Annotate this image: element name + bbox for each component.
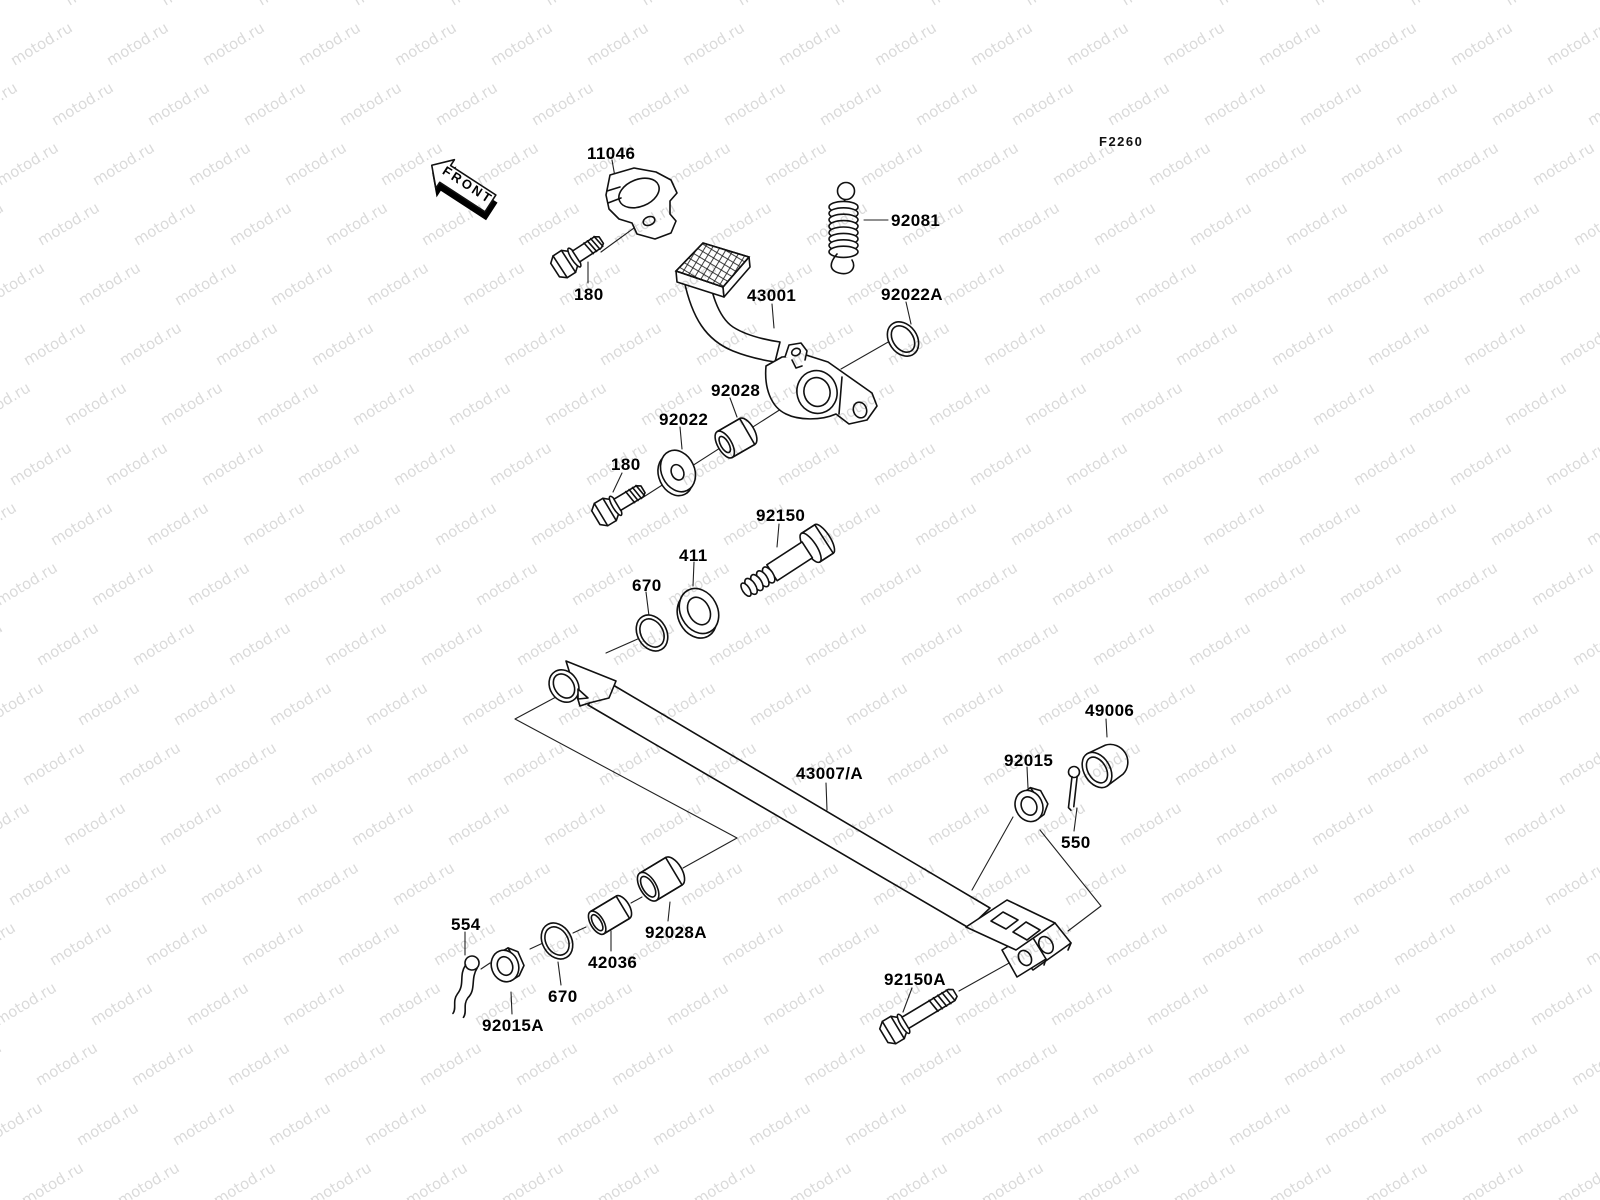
part-seal-washer-92022a — [886, 321, 920, 357]
part-label-92015a: 92015A — [482, 1016, 544, 1035]
part-bushing-92028a — [636, 856, 686, 902]
part-ring-411 — [676, 587, 720, 639]
part-sleeve-42036 — [587, 894, 633, 936]
part-nut-92015a — [486, 944, 529, 987]
part-label-92022: 92022 — [659, 410, 709, 429]
part-label-92028a: 92028A — [645, 923, 707, 942]
part-label-92081: 92081 — [891, 211, 941, 230]
part-label-92022a: 92022A — [881, 285, 943, 304]
part-cap-49006 — [1081, 743, 1129, 789]
part-pedal-43001 — [674, 242, 878, 425]
part-rod-43007 — [548, 660, 1072, 978]
leader-lines — [464, 159, 1108, 1015]
part-spring-92081 — [828, 181, 859, 275]
part-label-554: 554 — [451, 915, 481, 934]
part-label-11046: 11046 — [587, 144, 636, 163]
part-label-670-bot: 670 — [548, 987, 578, 1006]
pedal-pad — [674, 242, 751, 288]
part-label-49006: 49006 — [1085, 701, 1135, 720]
part-label-670-top: 670 — [632, 576, 662, 595]
part-oring-670-top — [629, 608, 675, 658]
front-arrow-face — [430, 158, 497, 213]
part-label-92015: 92015 — [1004, 751, 1054, 770]
part-label-43007a: 43007/A — [796, 764, 864, 783]
part-label-550: 550 — [1061, 833, 1091, 852]
part-label-43001: 43001 — [747, 286, 797, 305]
part-cotter-pin-550 — [1067, 765, 1081, 812]
construction-lines — [480, 219, 1102, 992]
part-label-411: 411 — [679, 546, 708, 565]
part-pivot-bolt-92150 — [740, 523, 836, 598]
part-bolt-180-top — [547, 228, 610, 282]
part-label-180-mid: 180 — [611, 455, 641, 474]
part-bushing-92028 — [714, 417, 758, 459]
figure-code: F2260 — [1099, 134, 1144, 149]
part-oring-670-bottom — [534, 916, 580, 966]
part-label-92150a: 92150A — [884, 970, 946, 989]
part-label-92028: 92028 — [711, 381, 761, 400]
part-washer-92022 — [657, 449, 697, 497]
part-bolt-92150a — [876, 981, 963, 1048]
part-bracket-11046 — [605, 167, 678, 240]
part-label-180-top: 180 — [574, 285, 604, 304]
part-label-92150: 92150 — [756, 506, 806, 525]
part-nut-92015 — [1009, 783, 1053, 828]
part-bolt-180-mid — [588, 477, 651, 530]
part-label-42036: 42036 — [588, 953, 638, 972]
part-hair-pin-554 — [452, 955, 480, 1019]
front-arrow — [430, 158, 498, 221]
